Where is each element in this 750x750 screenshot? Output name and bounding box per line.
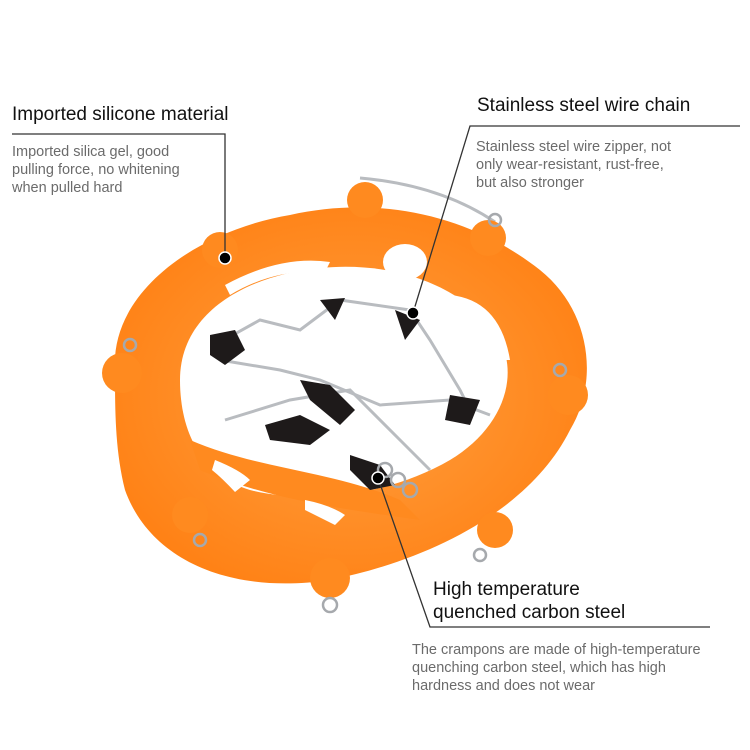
carbon-steel-description: The crampons are made of high-temperatur… xyxy=(412,642,701,694)
carbon-steel-spikes xyxy=(122,212,568,614)
wire-chain-title: Stainless steel wire chain xyxy=(477,95,691,116)
wire-chain-description: Stainless steel wire zipper, not only we… xyxy=(476,139,672,191)
callout-dot-silicone xyxy=(218,251,232,265)
leader-lines xyxy=(12,125,740,628)
silicone-title: Imported silicone material xyxy=(12,104,229,125)
carbon-steel-title: High temperature quenched carbon steel xyxy=(433,579,626,623)
silicone-ring xyxy=(102,182,588,598)
silicone-description: Imported silica gel, good pulling force,… xyxy=(12,144,180,196)
callout-dot-carbon xyxy=(371,471,385,485)
callout-dot-wire xyxy=(406,306,420,320)
